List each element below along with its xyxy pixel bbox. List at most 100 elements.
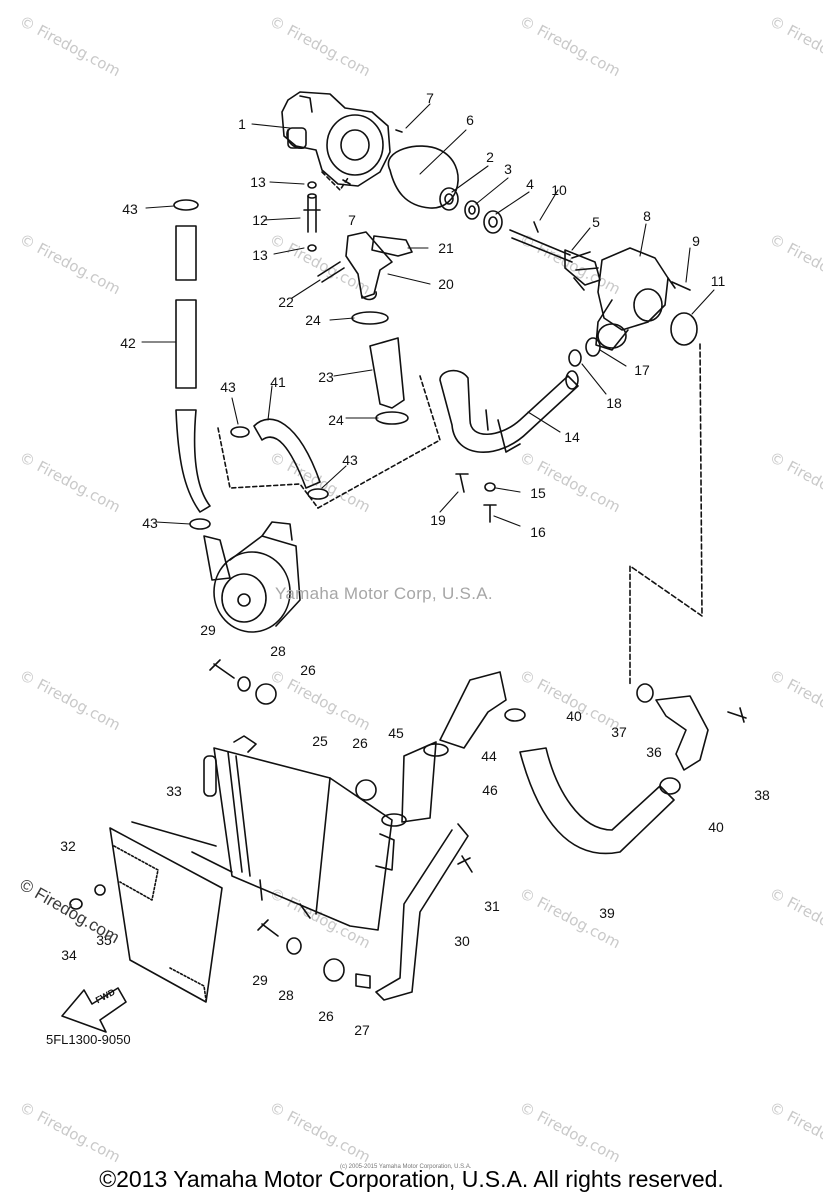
washer-15 <box>484 482 496 492</box>
dowel-7a <box>395 129 403 133</box>
callout-26: 26 <box>352 735 368 751</box>
impeller-shaft <box>509 229 601 291</box>
o-ring-18 <box>568 349 582 367</box>
callout-31: 31 <box>484 898 500 914</box>
callout-34: 34 <box>61 947 77 963</box>
center-watermark: Yamaha Motor Corp, U.S.A. <box>275 584 493 603</box>
gasket-21 <box>371 235 413 257</box>
footer-copyright: ©2013 Yamaha Motor Corporation, U.S.A. A… <box>99 1166 724 1192</box>
callout-14: 14 <box>564 429 580 445</box>
washer-35 <box>94 884 106 896</box>
callout-25: 25 <box>312 733 328 749</box>
bolt-19 <box>455 473 469 493</box>
fwd-arrow <box>61 987 127 1033</box>
callout-13: 13 <box>250 174 266 190</box>
clamp-40b <box>659 777 681 795</box>
callout-43: 43 <box>142 515 158 531</box>
bolt-9 <box>667 277 691 291</box>
callout-10: 10 <box>551 182 567 198</box>
callout-16: 16 <box>530 524 546 540</box>
callout-40: 40 <box>566 708 582 724</box>
bolt-16 <box>483 504 497 523</box>
hose-39 <box>519 747 675 855</box>
clamp-40a <box>504 708 526 722</box>
callout-4: 4 <box>526 176 534 192</box>
pump-cover <box>595 247 669 351</box>
o-ring-6 <box>387 145 459 209</box>
o-ring-13a <box>307 181 317 189</box>
callout-20: 20 <box>438 276 454 292</box>
leader-lines <box>141 103 715 527</box>
oil-cooler <box>203 521 301 633</box>
outlet-20 <box>345 231 393 301</box>
washer-28b <box>286 937 302 955</box>
callout-43: 43 <box>342 452 358 468</box>
callout-39: 39 <box>599 905 615 921</box>
clamp-24a <box>351 311 389 325</box>
hose-41 <box>253 418 321 489</box>
grommet-26b <box>355 779 377 801</box>
o-ring-37 <box>636 683 654 703</box>
construction-line-c <box>629 343 703 685</box>
bolt-29a <box>209 659 235 679</box>
callout-5: 5 <box>592 214 600 230</box>
pipe-14 <box>439 369 579 453</box>
callout-46: 46 <box>482 782 498 798</box>
clamp-24b <box>375 411 409 425</box>
callout-13: 13 <box>252 247 268 263</box>
hose-45 <box>401 741 437 823</box>
callout-33: 33 <box>166 783 182 799</box>
strip-33a <box>131 821 217 847</box>
callout-17: 17 <box>634 362 650 378</box>
callout-40: 40 <box>708 819 724 835</box>
clamp-43d <box>189 518 211 530</box>
callout-43: 43 <box>122 201 138 217</box>
callout-32: 32 <box>60 838 76 854</box>
callout-3: 3 <box>504 161 512 177</box>
radiator <box>203 735 395 931</box>
bearing-4 <box>483 210 503 234</box>
bolt-29b <box>257 919 279 937</box>
callout-28: 28 <box>278 987 294 1003</box>
construction-line-b <box>317 375 441 509</box>
sheet-code: 5FL1300-9050 <box>46 1032 131 1047</box>
callout-27: 27 <box>354 1022 370 1038</box>
callout-15: 15 <box>530 485 546 501</box>
callout-43: 43 <box>220 379 236 395</box>
bolt-34 <box>69 898 83 910</box>
fitting-12 <box>303 193 321 233</box>
callout-29: 29 <box>252 972 268 988</box>
callout-2: 2 <box>486 149 494 165</box>
callout-42: 42 <box>120 335 136 351</box>
o-ring-11 <box>670 312 698 346</box>
dowel-7b <box>342 179 351 185</box>
seal-2 <box>439 187 459 211</box>
callout-24: 24 <box>328 412 344 428</box>
clamp-46a <box>423 743 449 757</box>
callout-7: 7 <box>426 90 434 106</box>
bolt-38 <box>727 707 747 723</box>
callout-23: 23 <box>318 369 334 385</box>
callout-29: 29 <box>200 622 216 638</box>
grommet-26c <box>323 958 345 982</box>
collar-27 <box>355 973 371 989</box>
bolt-22 <box>317 261 345 283</box>
strip-33b <box>191 851 233 873</box>
o-ring-17 <box>585 337 601 357</box>
o-ring-13b <box>307 244 317 252</box>
washer-28a <box>237 676 251 692</box>
callout-36: 36 <box>646 744 662 760</box>
callout-26: 26 <box>318 1008 334 1024</box>
seal-3 <box>464 200 480 220</box>
bolt-31 <box>457 855 473 873</box>
small-copyright: (c) 2005-2015 Yamaha Motor Corporation, … <box>340 1164 472 1170</box>
callout-44: 44 <box>481 748 497 764</box>
outlet-36 <box>655 695 709 771</box>
construction-line-d <box>217 427 319 509</box>
clamp-43a <box>173 199 199 211</box>
callout-9: 9 <box>692 233 700 249</box>
callout-45: 45 <box>388 725 404 741</box>
callout-12: 12 <box>252 212 268 228</box>
callout-8: 8 <box>643 208 651 224</box>
